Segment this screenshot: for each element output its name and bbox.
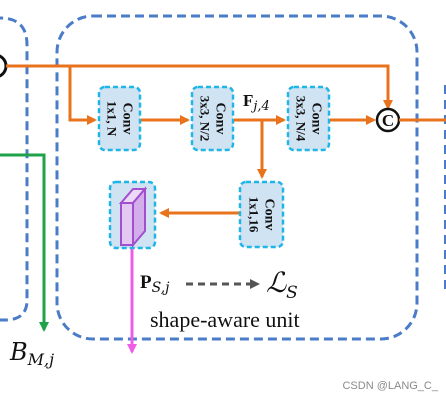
loss-label: ℒS	[266, 266, 298, 303]
watermark: CSDN @LANG_C_	[342, 380, 438, 392]
shape-aware-unit-border	[55, 14, 419, 341]
branch-arrow	[0, 153, 49, 332]
conv-4-params: 1x1,16	[247, 197, 262, 233]
conv-2-params: 3x3, N/2	[198, 96, 213, 142]
branch-label: BM,j	[9, 338, 54, 369]
feature-label: Fj,4	[243, 91, 270, 114]
conv-block-3: Conv 3x3, N/4	[286, 85, 331, 152]
conv-1-params: 1x1, N	[105, 101, 120, 137]
concat-symbol: C	[382, 111, 394, 130]
skip-connection-arrow	[6, 64, 393, 110]
prism-icon	[118, 186, 148, 248]
conv-3-title: Conv	[309, 103, 324, 135]
concat-node: C	[375, 107, 401, 133]
conv-2-title: Conv	[213, 103, 228, 135]
conv-block-4: Conv 1x1,16	[238, 180, 285, 249]
left-unit-border	[0, 16, 29, 322]
prob-label: PS,j	[140, 272, 170, 296]
conv-1-title: Conv	[120, 103, 135, 135]
unit-caption: shape-aware unit	[150, 307, 300, 332]
input-node	[0, 54, 8, 78]
input-to-conv1-arrow	[68, 66, 97, 125]
conv-block-2: Conv 3x3, N/2	[190, 85, 235, 152]
prob-map-block	[108, 180, 157, 250]
conv-3-params: 3x3, N/4	[294, 96, 309, 142]
conv-4-title: Conv	[262, 199, 277, 231]
conv-block-1: Conv 1x1, N	[97, 85, 142, 152]
